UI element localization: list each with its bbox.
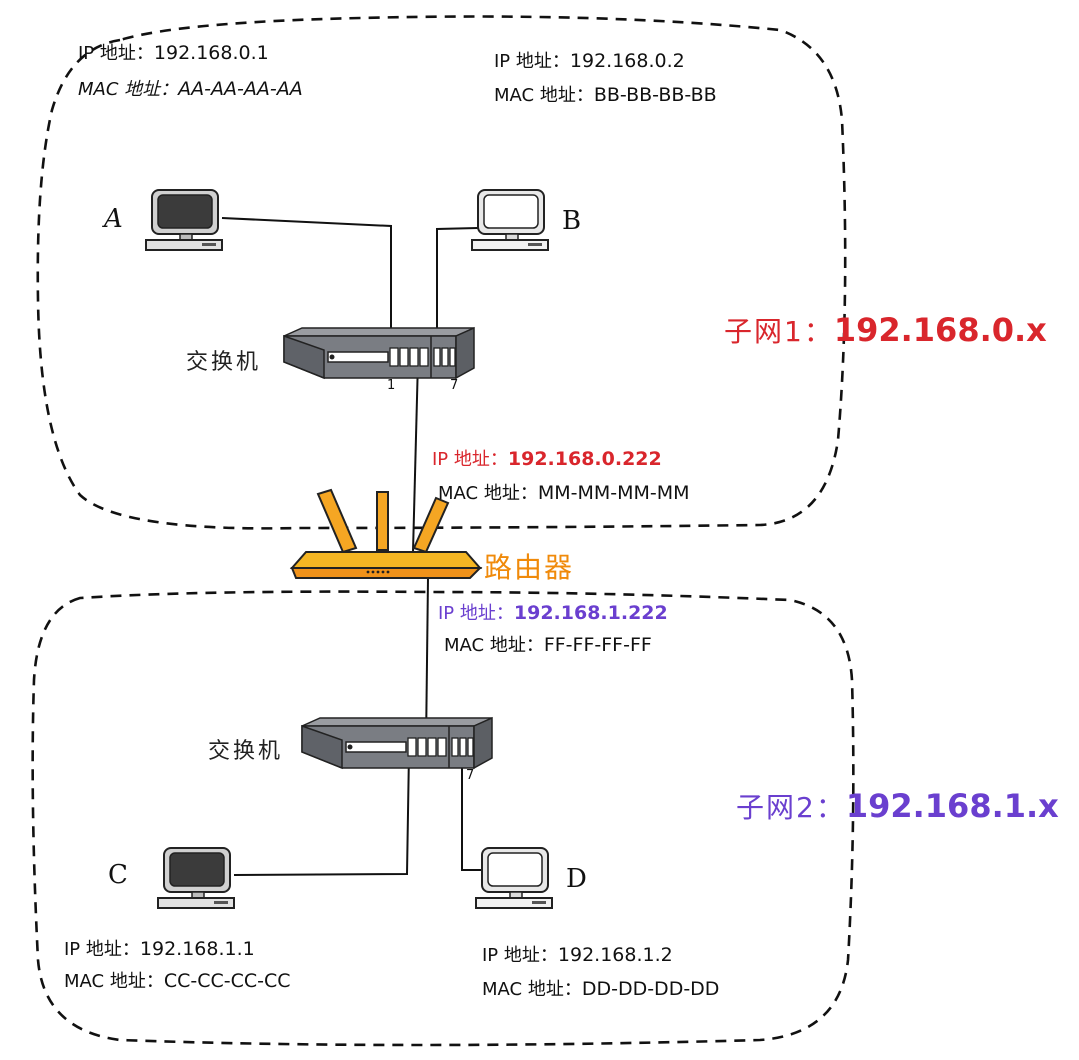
subnet2-boundary (31, 590, 855, 1047)
switch1 (283, 327, 475, 379)
router-label: 路由器 (484, 551, 575, 584)
cable-d-switch2 (461, 760, 486, 871)
host-b-mac: MAC 地址：BB-BB-BB-BB (494, 84, 717, 106)
cables (221, 217, 486, 876)
subnet1-boundary (36, 15, 847, 530)
cable-switch1-router (412, 359, 419, 553)
host-d-computer (475, 847, 553, 909)
router-iface2-ip: IP 地址：192.168.1.222 (438, 602, 668, 624)
host-d-label: D (566, 864, 587, 894)
subnet2-label: 子网2：192.168.1.x (736, 787, 1059, 825)
host-d-ip: IP 地址：192.168.1.2 (482, 944, 673, 966)
router (289, 488, 483, 579)
switch1-port-7-label: 7 (450, 378, 459, 393)
router-iface2-mac: MAC 地址：FF-FF-FF-FF (444, 634, 652, 656)
switch2-port-7-label: 7 (466, 768, 475, 783)
host-a-ip: IP 地址：192.168.0.1 (78, 42, 269, 64)
host-b-label: B (562, 206, 582, 236)
switch1-port-1-label: 1 (387, 378, 396, 393)
switch2 (301, 717, 493, 769)
cable-a-switch1 (221, 217, 392, 360)
router-iface1-ip: IP 地址：192.168.0.222 (432, 448, 662, 470)
host-a-mac: MAC 地址：AA-AA-AA-AA (78, 78, 303, 100)
host-b-computer (471, 189, 549, 251)
host-c-ip: IP 地址：192.168.1.1 (64, 938, 255, 960)
host-a-computer (145, 189, 223, 251)
host-c-mac: MAC 地址：CC-CC-CC-CC (64, 970, 291, 992)
host-b-ip: IP 地址：192.168.0.2 (494, 50, 685, 72)
router-iface1-mac: MAC 地址：MM-MM-MM-MM (438, 482, 690, 504)
host-a-label: A (104, 204, 123, 234)
host-c-label: C (108, 860, 128, 890)
host-c-computer (157, 847, 235, 909)
cable-c-switch2 (233, 751, 410, 876)
subnet1-label: 子网1：192.168.0.x (724, 311, 1047, 349)
switch1-label: 交换机 (186, 350, 262, 375)
host-d-mac: MAC 地址：DD-DD-DD-DD (482, 978, 720, 1000)
switch2-label: 交换机 (208, 739, 284, 764)
cable-router-switch2 (425, 577, 429, 746)
cable-b-switch1 (436, 227, 479, 360)
